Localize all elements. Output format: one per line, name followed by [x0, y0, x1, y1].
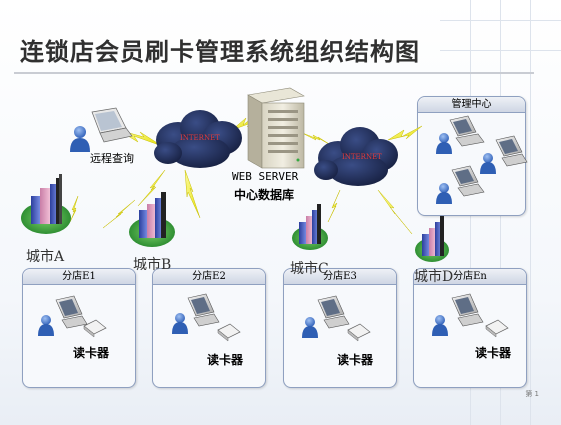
bg-line [530, 0, 531, 425]
workstation-icon [432, 293, 484, 336]
card-reader-icon [83, 319, 107, 338]
bg-line [440, 50, 561, 51]
internet-cloud-icon [314, 127, 398, 186]
city-label: 城市D [414, 269, 454, 285]
workstation-icon [480, 135, 528, 174]
web-server-icon [247, 87, 305, 169]
store-box-e3: 分店E3 [283, 268, 397, 388]
city-label: 城市A [26, 249, 65, 265]
card-reader-icon [347, 323, 371, 342]
bg-line [440, 20, 561, 21]
mgmt-center-label: 管理中心 [418, 97, 525, 113]
workstation-icon [172, 293, 220, 334]
card-reader-label: 读卡器 [475, 346, 512, 360]
laptop-icon [91, 107, 133, 143]
card-reader-icon [485, 319, 509, 338]
city-buildings-icon [292, 204, 328, 250]
remote-query-label: 远程查询 [90, 152, 134, 165]
page-number: 第 1 [525, 390, 539, 398]
card-reader-label: 读卡器 [73, 346, 110, 360]
store-label: 分店En [414, 269, 526, 285]
store-box-e1: 分店E1 [22, 268, 136, 388]
page-title: 连锁店会员刷卡管理系统组织结构图 [20, 38, 420, 66]
workstation-icon [38, 295, 88, 336]
workstation-icon [302, 295, 350, 338]
cloud-label: INTERNET [180, 134, 220, 142]
store-box-e2: 分店E2 [152, 268, 266, 388]
city-buildings-icon [21, 174, 71, 234]
internet-cloud-icon [154, 110, 242, 168]
city-buildings-icon [129, 192, 175, 247]
card-reader-icon [217, 323, 241, 342]
store-label: 分店E3 [284, 269, 396, 285]
store-box-en: 分店En [413, 268, 527, 388]
server-name-label: WEB SERVER [232, 170, 299, 183]
city-label: 城市C [290, 261, 329, 277]
workstation-icon [436, 165, 485, 204]
mgmt-center-box: 管理中心 [417, 96, 526, 216]
card-reader-label: 读卡器 [207, 353, 244, 367]
user-icon [70, 126, 90, 152]
workstation-icon [436, 115, 485, 154]
title-divider [14, 72, 534, 74]
server-sub-label: 中心数据库 [234, 188, 295, 202]
city-label: 城市B [133, 257, 172, 273]
store-label: 分店E2 [153, 269, 265, 285]
cloud-label: INTERNET [342, 153, 382, 161]
city-buildings-icon [415, 216, 449, 262]
card-reader-label: 读卡器 [337, 353, 374, 367]
store-label: 分店E1 [23, 269, 135, 285]
